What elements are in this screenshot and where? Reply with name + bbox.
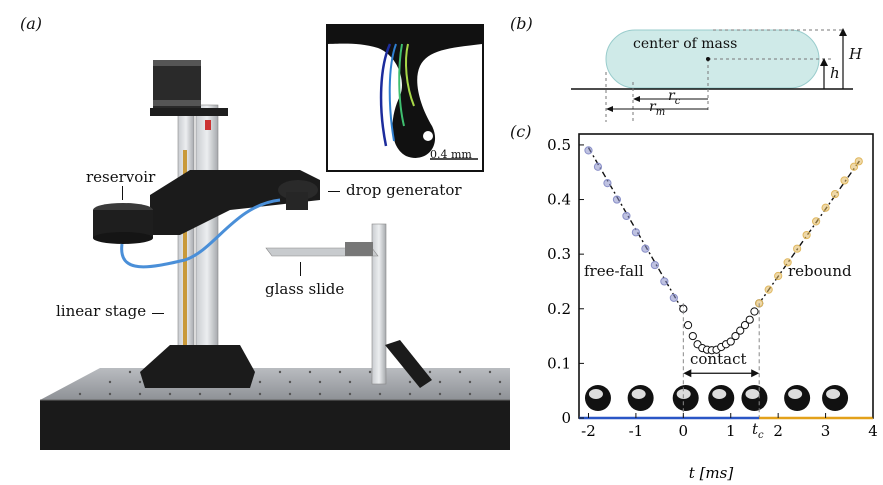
y-tick-label-0.1: 0.1 <box>547 354 571 372</box>
drop-snapshot-highlight-3 <box>712 389 727 399</box>
label-r-c: rc <box>668 88 681 107</box>
data-points <box>584 146 863 355</box>
point-contact-12 <box>736 326 745 335</box>
point-rebound-1 <box>764 285 773 294</box>
leader-drop-generator <box>328 191 340 192</box>
y-ticks: 0 0.1 0.2 0.3 0.4 0.5 <box>547 136 584 427</box>
label-drop-generator: drop generator <box>346 181 462 199</box>
point-free-fall-6 <box>641 244 650 253</box>
label-h: h <box>830 64 840 82</box>
x-tick-label-3: 3 <box>821 422 831 440</box>
x-tick-label--1: -1 <box>629 422 644 440</box>
tubing <box>120 198 281 269</box>
x-axis-label: t [ms] <box>689 464 734 482</box>
point-rebound-4 <box>793 244 802 253</box>
base-bracket <box>140 345 255 388</box>
panel-a-tag: (a) <box>20 14 43 33</box>
label-H: H <box>849 45 863 63</box>
point-rebound-6 <box>811 217 821 226</box>
drop-snapshot-highlight-0 <box>588 389 603 399</box>
drop-snapshot-highlight-1 <box>631 389 646 399</box>
y-tick-label-0.5: 0.5 <box>547 136 571 154</box>
label-glass-slide: glass slide <box>265 280 345 298</box>
drop-snapshot-highlight-5 <box>788 389 803 399</box>
drop-snapshot-highlight-2 <box>676 389 691 399</box>
linear-stage <box>150 104 228 381</box>
trajectory-chart: -2 -1 0 1 2 3 4 0 0.1 0.2 0.3 0.4 0.5 t [ms] <box>547 133 878 482</box>
contact-guides <box>682 303 760 418</box>
point-rebound-7 <box>821 203 830 212</box>
point-contact-2 <box>688 331 697 341</box>
arm-assembly <box>150 170 320 235</box>
point-free-fall-9 <box>669 293 678 302</box>
drop-inset: 0.4 mm <box>326 24 484 172</box>
label-linear-stage: linear stage <box>56 302 147 320</box>
contact-arrow-left-head <box>683 369 692 378</box>
x-tick-label-4: 4 <box>868 422 878 440</box>
point-rebound-8 <box>830 189 840 199</box>
y-tick-label-0.3: 0.3 <box>547 245 571 263</box>
drop-inset-graphic <box>328 26 482 160</box>
panel-c-tag: (c) <box>510 122 532 141</box>
panel-b-tag: (b) <box>510 14 533 33</box>
center-of-mass-dot <box>706 57 710 61</box>
x-tick-label--2: -2 <box>581 422 596 440</box>
point-contact-15 <box>750 307 759 316</box>
point-free-fall-2 <box>603 179 612 188</box>
point-free-fall-5 <box>631 228 641 237</box>
drop-snapshot-highlight-6 <box>826 389 841 399</box>
drop-snapshot-highlight-4 <box>745 389 760 399</box>
label-contact: contact <box>690 350 747 368</box>
optical-table <box>40 368 510 450</box>
x-ticks: -2 -1 0 1 2 3 4 <box>581 413 878 440</box>
inset-scale-label: 0.4 mm <box>430 148 472 161</box>
point-free-fall-8 <box>660 277 669 286</box>
leader-glass-slide <box>300 262 301 276</box>
point-free-fall-0 <box>584 146 593 155</box>
y-tick-label-0: 0 <box>561 409 571 427</box>
point-contact-10 <box>726 337 735 346</box>
point-contact-11 <box>731 331 740 341</box>
point-rebound-9 <box>840 176 849 185</box>
label-free-fall: free-fall <box>584 262 644 280</box>
label-reservoir: reservoir <box>86 168 156 186</box>
stepper-motor <box>153 60 201 108</box>
label-tc: tc <box>752 420 764 441</box>
point-contact-14 <box>745 315 754 324</box>
glass-slide-holder <box>265 223 432 388</box>
point-rebound-11 <box>854 157 863 166</box>
label-r-m: rm <box>649 99 666 118</box>
label-rebound: rebound <box>788 262 852 280</box>
y-tick-label-0.4: 0.4 <box>547 191 571 209</box>
point-rebound-10 <box>849 162 859 171</box>
drop-schematic <box>571 28 853 122</box>
label-center-of-mass: center of mass <box>633 36 738 52</box>
x-tick-label-1: 1 <box>726 422 736 440</box>
point-rebound-3 <box>783 258 792 267</box>
y-tick-label-0.2: 0.2 <box>547 300 571 318</box>
x-tick-label-0: 0 <box>679 422 689 440</box>
reservoir-body <box>93 203 153 244</box>
fit-lines <box>587 147 862 312</box>
point-rebound-5 <box>802 230 811 240</box>
point-free-fall-7 <box>650 260 659 270</box>
contact-arrow-right-head <box>751 369 760 378</box>
point-free-fall-1 <box>593 162 603 171</box>
point-contact-13 <box>740 321 750 330</box>
point-rebound-2 <box>774 271 783 281</box>
point-contact-1 <box>683 321 693 330</box>
drop-snapshots <box>584 385 849 411</box>
leader-linear-stage <box>152 313 164 314</box>
x-tick-label-2: 2 <box>773 422 783 440</box>
point-free-fall-4 <box>622 211 631 221</box>
point-free-fall-3 <box>612 195 622 204</box>
leader-reservoir <box>122 186 123 200</box>
apparatus-illustration <box>40 60 510 450</box>
